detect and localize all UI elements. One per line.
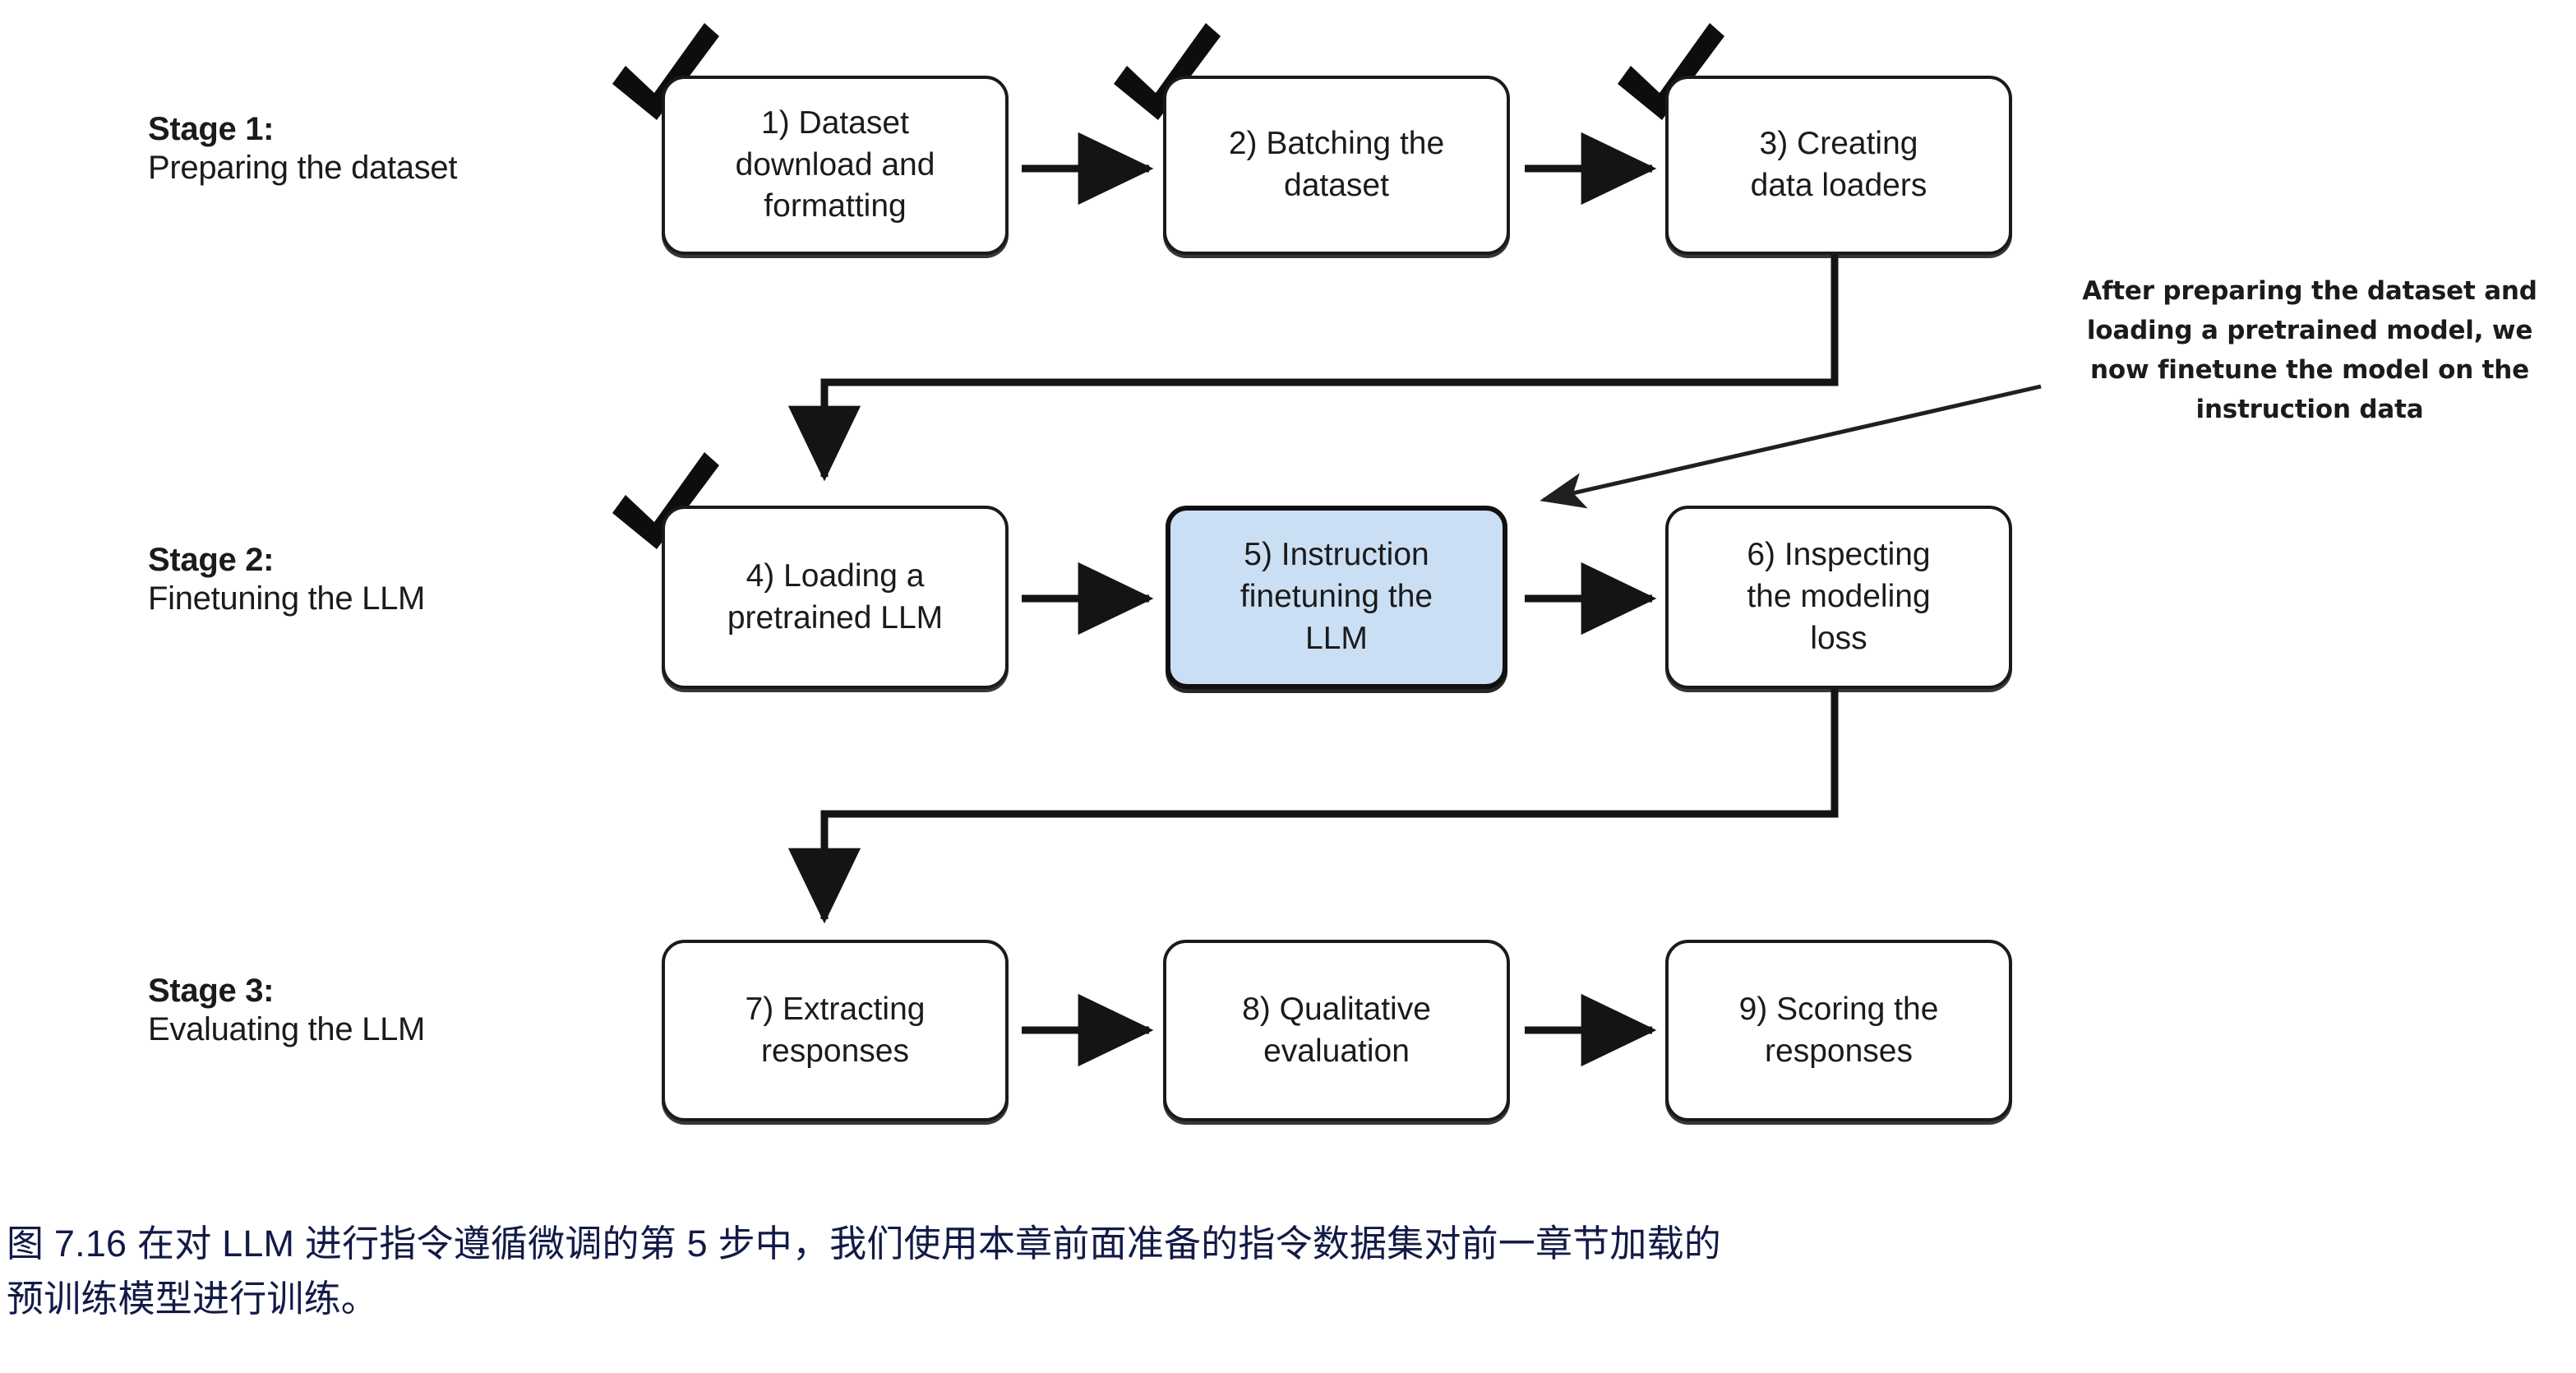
annotation-line-1: After preparing the dataset and	[2082, 276, 2537, 306]
node-1-label: 1) Dataset download and formatting	[735, 104, 935, 224]
stage-3-title: Stage 3:	[148, 973, 275, 1009]
node-8-label: 8) Qualitative evaluation	[1242, 991, 1431, 1069]
node-6-inspecting-the-modeling-loss[interactable]: 6) Inspecting the modeling loss	[1665, 506, 2012, 689]
node-4-label: 4) Loading a pretrained LLM	[727, 557, 944, 636]
caption-line-1: 图 7.16 在对 LLM 进行指令遵循微调的第 5 步中，我们使用本章前面准备…	[7, 1223, 1721, 1264]
node-3-label: 3) Creating data loaders	[1750, 126, 1927, 203]
node-1-dataset-download-and-formatting[interactable]: 1) Dataset download and formatting	[662, 76, 1009, 255]
node-2-label: 2) Batching the dataset	[1228, 126, 1445, 203]
stage-label-1: Stage 1: Preparing the dataset	[148, 110, 457, 187]
node-9-label: 9) Scoring the responses	[1738, 991, 1939, 1069]
node-5-label: 5) Instruction finetuning the LLM	[1240, 537, 1433, 656]
arrow-6-to-7	[787, 689, 1839, 924]
annotation-line-2: loading a pretrained model, we	[2086, 316, 2533, 346]
node-4-loading-a-pretrained-llm[interactable]: 4) Loading a pretrained LLM	[662, 506, 1009, 689]
arrow-3-to-4	[787, 255, 1839, 482]
node-7-label: 7) Extracting responses	[745, 991, 926, 1069]
figure-caption: 图 7.16 在对 LLM 进行指令遵循微调的第 5 步中，我们使用本章前面准备…	[7, 1217, 2571, 1326]
node-8-qualitative-evaluation[interactable]: 8) Qualitative evaluation	[1163, 940, 1510, 1121]
node-9-scoring-the-responses[interactable]: 9) Scoring the responses	[1665, 940, 2012, 1121]
node-7-extracting-responses[interactable]: 7) Extracting responses	[662, 940, 1009, 1121]
stage-label-2: Stage 2: Finetuning the LLM	[148, 541, 425, 618]
node-3-creating-data-loaders[interactable]: 3) Creating data loaders	[1665, 76, 2012, 255]
stage-1-subtitle: Preparing the dataset	[148, 150, 458, 187]
stage-1-title: Stage 1:	[148, 111, 275, 147]
stage-3-subtitle: Evaluating the LLM	[148, 1011, 426, 1048]
node-6-label: 6) Inspecting the modeling loss	[1747, 537, 1931, 656]
node-2-batching-the-dataset[interactable]: 2) Batching the dataset	[1163, 76, 1510, 255]
stage-label-3: Stage 3: Evaluating the LLM	[148, 972, 425, 1049]
annotation-line-3: now finetune the model on the	[2090, 355, 2529, 386]
annotation-note: After preparing the dataset and loading …	[2055, 271, 2564, 429]
stage-2-title: Stage 2:	[148, 542, 275, 578]
annotation-pointer-arrow	[1540, 384, 2042, 509]
annotation-line-4: instruction data	[2195, 395, 2424, 425]
caption-line-2: 预训练模型进行训练。	[7, 1277, 379, 1320]
node-5-instruction-finetuning-the-llm[interactable]: 5) Instruction finetuning the LLM	[1166, 506, 1507, 689]
stage-2-subtitle: Finetuning the LLM	[148, 580, 426, 617]
